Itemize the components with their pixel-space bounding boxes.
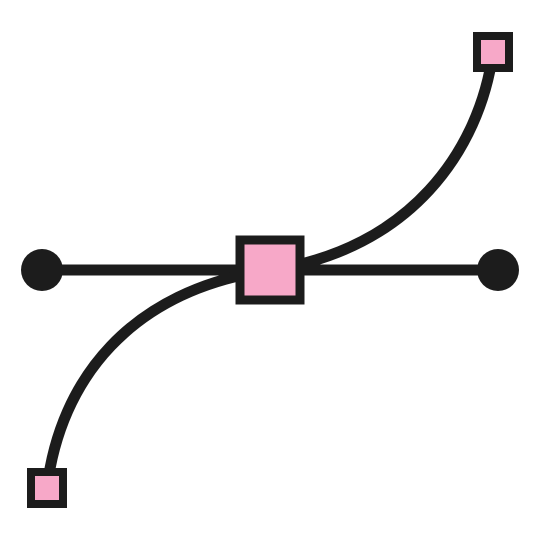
tangent-handle-left — [21, 249, 63, 291]
anchor-point-center — [235, 235, 305, 305]
anchor-point-top-right — [473, 32, 513, 72]
tangent-handle-right — [477, 249, 519, 291]
anchor-point-bottom-left — [27, 468, 67, 508]
